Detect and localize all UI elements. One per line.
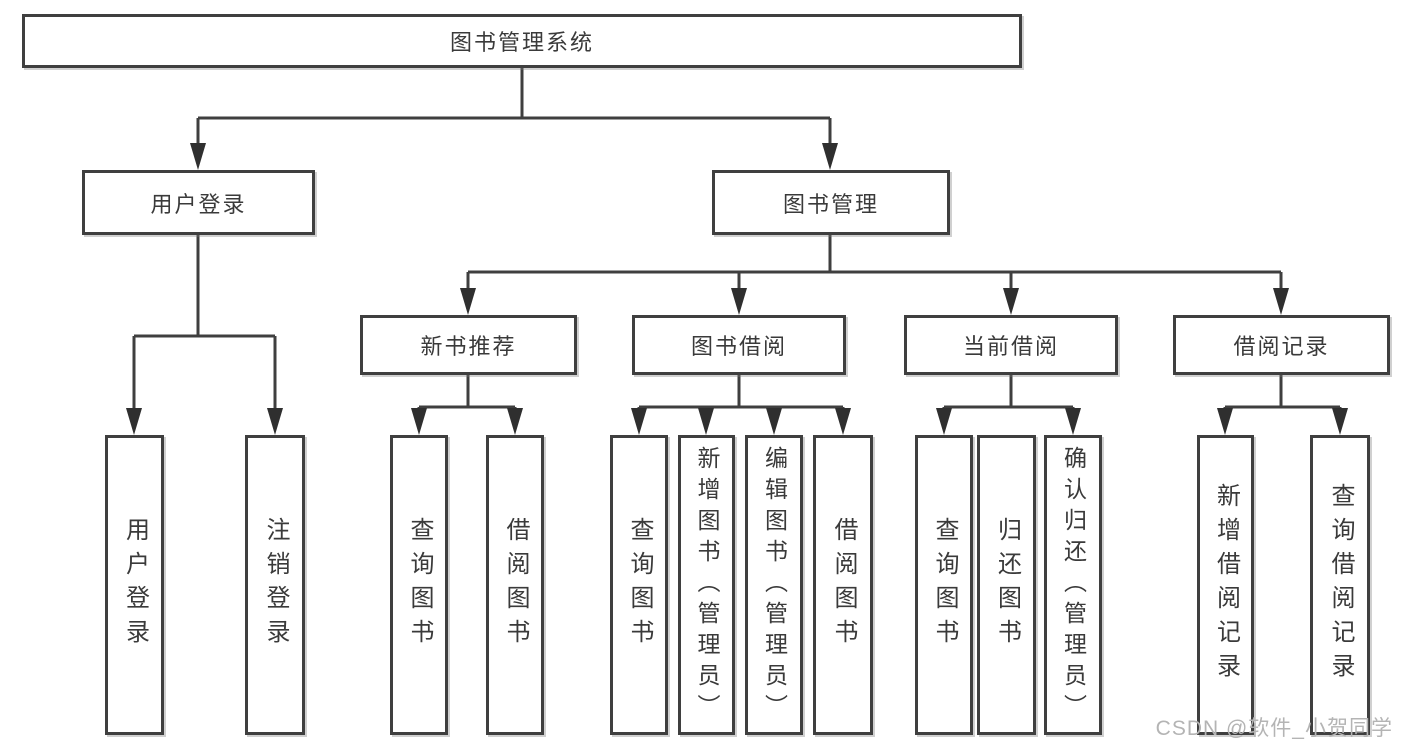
node-label: 用户登录 [121, 517, 149, 653]
node-label: 查询图书 [931, 517, 958, 653]
node-label: 查询图书 [626, 517, 653, 653]
leaf-confirm-return-admin: 确认归还（管理员） [1044, 435, 1102, 735]
node-label: 归还图书 [993, 517, 1021, 653]
leaf-query-books-recommend: 查询图书 [390, 435, 448, 735]
node-label: 图书管理系统 [449, 30, 594, 55]
node-borrow-records: 借阅记录 [1173, 315, 1390, 375]
node-current-borrow: 当前借阅 [904, 315, 1118, 375]
node-label: 借阅记录 [1233, 334, 1330, 359]
node-label: 新书推荐 [420, 334, 517, 359]
node-label: 新增图书（管理员） [694, 445, 720, 725]
node-book-borrow: 图书借阅 [632, 315, 846, 375]
node-book-management: 图书管理 [712, 170, 950, 235]
node-label: 确认归还（管理员） [1060, 445, 1087, 725]
leaf-edit-book-admin: 编辑图书（管理员） [745, 435, 803, 735]
leaf-add-book-admin: 新增图书（管理员） [678, 435, 735, 735]
leaf-logout: 注销登录 [245, 435, 305, 735]
node-label: 图书管理 [782, 191, 879, 217]
node-label: 用户登录 [150, 191, 247, 217]
node-user-login: 用户登录 [82, 170, 315, 235]
node-label: 新增借阅记录 [1212, 483, 1240, 687]
node-label: 查询图书 [406, 517, 433, 653]
node-root-system: 图书管理系统 [22, 14, 1022, 68]
node-label: 查询借阅记录 [1327, 483, 1354, 687]
csdn-watermark: CSDN @软件_小贺同学 [1155, 717, 1393, 740]
node-new-book-recommend: 新书推荐 [360, 315, 577, 375]
leaf-return-books: 归还图书 [977, 435, 1036, 735]
node-label: 编辑图书（管理员） [761, 445, 788, 725]
leaf-add-borrow-record: 新增借阅记录 [1197, 435, 1254, 735]
leaf-query-books-current: 查询图书 [915, 435, 973, 735]
node-label: 图书借阅 [690, 334, 787, 359]
node-label: 注销登录 [262, 517, 289, 653]
node-label: 借阅图书 [502, 517, 529, 653]
leaf-borrow-books-recommend: 借阅图书 [486, 435, 544, 735]
leaf-query-books-borrow: 查询图书 [610, 435, 668, 735]
leaf-borrow-books: 借阅图书 [813, 435, 873, 735]
leaf-user-login: 用户登录 [105, 435, 164, 735]
node-label: 借阅图书 [830, 517, 857, 653]
leaf-query-borrow-record: 查询借阅记录 [1310, 435, 1370, 735]
node-label: 当前借阅 [962, 334, 1059, 359]
